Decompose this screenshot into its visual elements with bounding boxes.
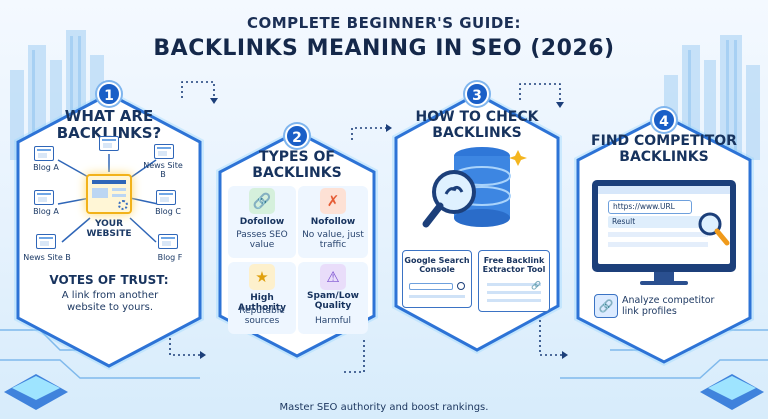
tool-name: Google Search Console [404, 256, 470, 274]
site-label: Blog A [33, 207, 59, 216]
site-label: News Site B [23, 253, 71, 262]
type-tile-spam: ⚠ Spam/Low Quality Harmful [298, 262, 368, 334]
database-magnifier-icon [422, 147, 527, 228]
step-4-number-badge: 4 [652, 108, 676, 132]
monitor-base [640, 281, 688, 285]
site-label: Blog F [157, 253, 183, 262]
step-2-title: TYPES OF BACKLINKS [252, 149, 342, 181]
step-1-number-badge: 1 [97, 82, 121, 106]
tool-card-google-search-console: Google Search Console [402, 250, 472, 308]
step-1-description: A link from another website to yours. [61, 290, 159, 313]
warning-icon: ⚠ [320, 264, 346, 290]
site-news-b-2-icon [36, 234, 56, 249]
step-2-number-badge: 2 [285, 124, 309, 148]
site-blog-a-2-icon [34, 190, 54, 205]
site-label: News Site B [143, 161, 183, 179]
type-desc: No value, just traffic [302, 230, 364, 251]
step-4-title: FIND COMPETITOR BACKLINKS [591, 133, 737, 165]
step-1-subheading: VOTES OF TRUST: [49, 273, 169, 287]
type-desc: Reputable sources [239, 306, 285, 327]
type-tile-high-authority: ★ High Authority Reputable sources [228, 262, 296, 334]
site-label: Blog A [33, 163, 59, 172]
link-icon: 🔗 [531, 281, 541, 290]
monitor-screen: https://www.URL Result [598, 186, 730, 264]
step-3-panel: 3 HOW TO CHECK BACKLINKS Google Search C… [384, 82, 570, 362]
your-website-monitor-icon [86, 174, 132, 214]
site-blog-f-icon [158, 234, 178, 249]
url-bar: https://www.URL [608, 200, 692, 214]
type-desc: Passes SEO value [236, 230, 288, 251]
gear-icon [118, 200, 128, 210]
link-icon: 🔗 [249, 188, 275, 214]
step-3-title: HOW TO CHECK BACKLINKS [415, 109, 539, 141]
step-3-number-badge: 3 [465, 82, 489, 106]
type-name: Spam/Low Quality [307, 291, 359, 311]
type-tile-nofollow: ✗ Nofollow No value, just traffic [298, 186, 368, 258]
footer-tagline: Master SEO authority and boost rankings. [279, 402, 489, 413]
step-1-frame [14, 90, 204, 370]
step-4-panel: 4 FIND COMPETITOR BACKLINKS https://www.… [566, 104, 762, 374]
header: COMPLETE BEGINNER'S GUIDE: BACKLINKS MEA… [0, 14, 768, 61]
header-title: BACKLINKS MEANING IN SEO (2026) [153, 36, 615, 61]
header-subtitle: COMPLETE BEGINNER'S GUIDE: [246, 14, 522, 32]
search-icon [457, 282, 465, 290]
step-1-panel: 1 WHAT ARE BACKLINKS? Blog A News Site B… [6, 82, 212, 378]
type-name: Dofollow [239, 217, 285, 227]
site-blog-c-icon [156, 190, 176, 205]
site-blog-a-icon [34, 146, 54, 161]
type-desc: Harmful [315, 316, 351, 326]
magnifier-icon [698, 212, 730, 246]
step-4-caption: Analyze competitor link profiles [622, 295, 715, 317]
type-tile-dofollow: 🔗 Dofollow Passes SEO value [228, 186, 296, 258]
broken-link-icon: ✗ [320, 188, 346, 214]
monitor-stand [654, 272, 674, 282]
type-name: High Authority [238, 293, 286, 313]
your-website-label: YOUR WEBSITE [86, 219, 132, 239]
site-label: Blog C [155, 207, 181, 216]
medal-icon: ★ [249, 264, 275, 290]
step-1-title: WHAT ARE BACKLINKS? [56, 107, 162, 142]
step-2-panel: 2 TYPES OF BACKLINKS 🔗 Dofollow Passes S… [208, 120, 386, 366]
result-bar: Result [608, 216, 708, 228]
backlink-arrows [57, 154, 159, 243]
tool-card-backlink-extractor: Free Backlink Extractor Tool 🔗 [478, 250, 550, 312]
site-top-icon [99, 136, 119, 151]
analyze-link-icon: 🔗 [594, 294, 618, 318]
tool-name: Free Backlink Extractor Tool [482, 256, 546, 274]
site-news-b-icon [154, 144, 174, 159]
monitor-icon: https://www.URL Result [592, 180, 736, 272]
type-name: Nofollow [310, 217, 356, 227]
